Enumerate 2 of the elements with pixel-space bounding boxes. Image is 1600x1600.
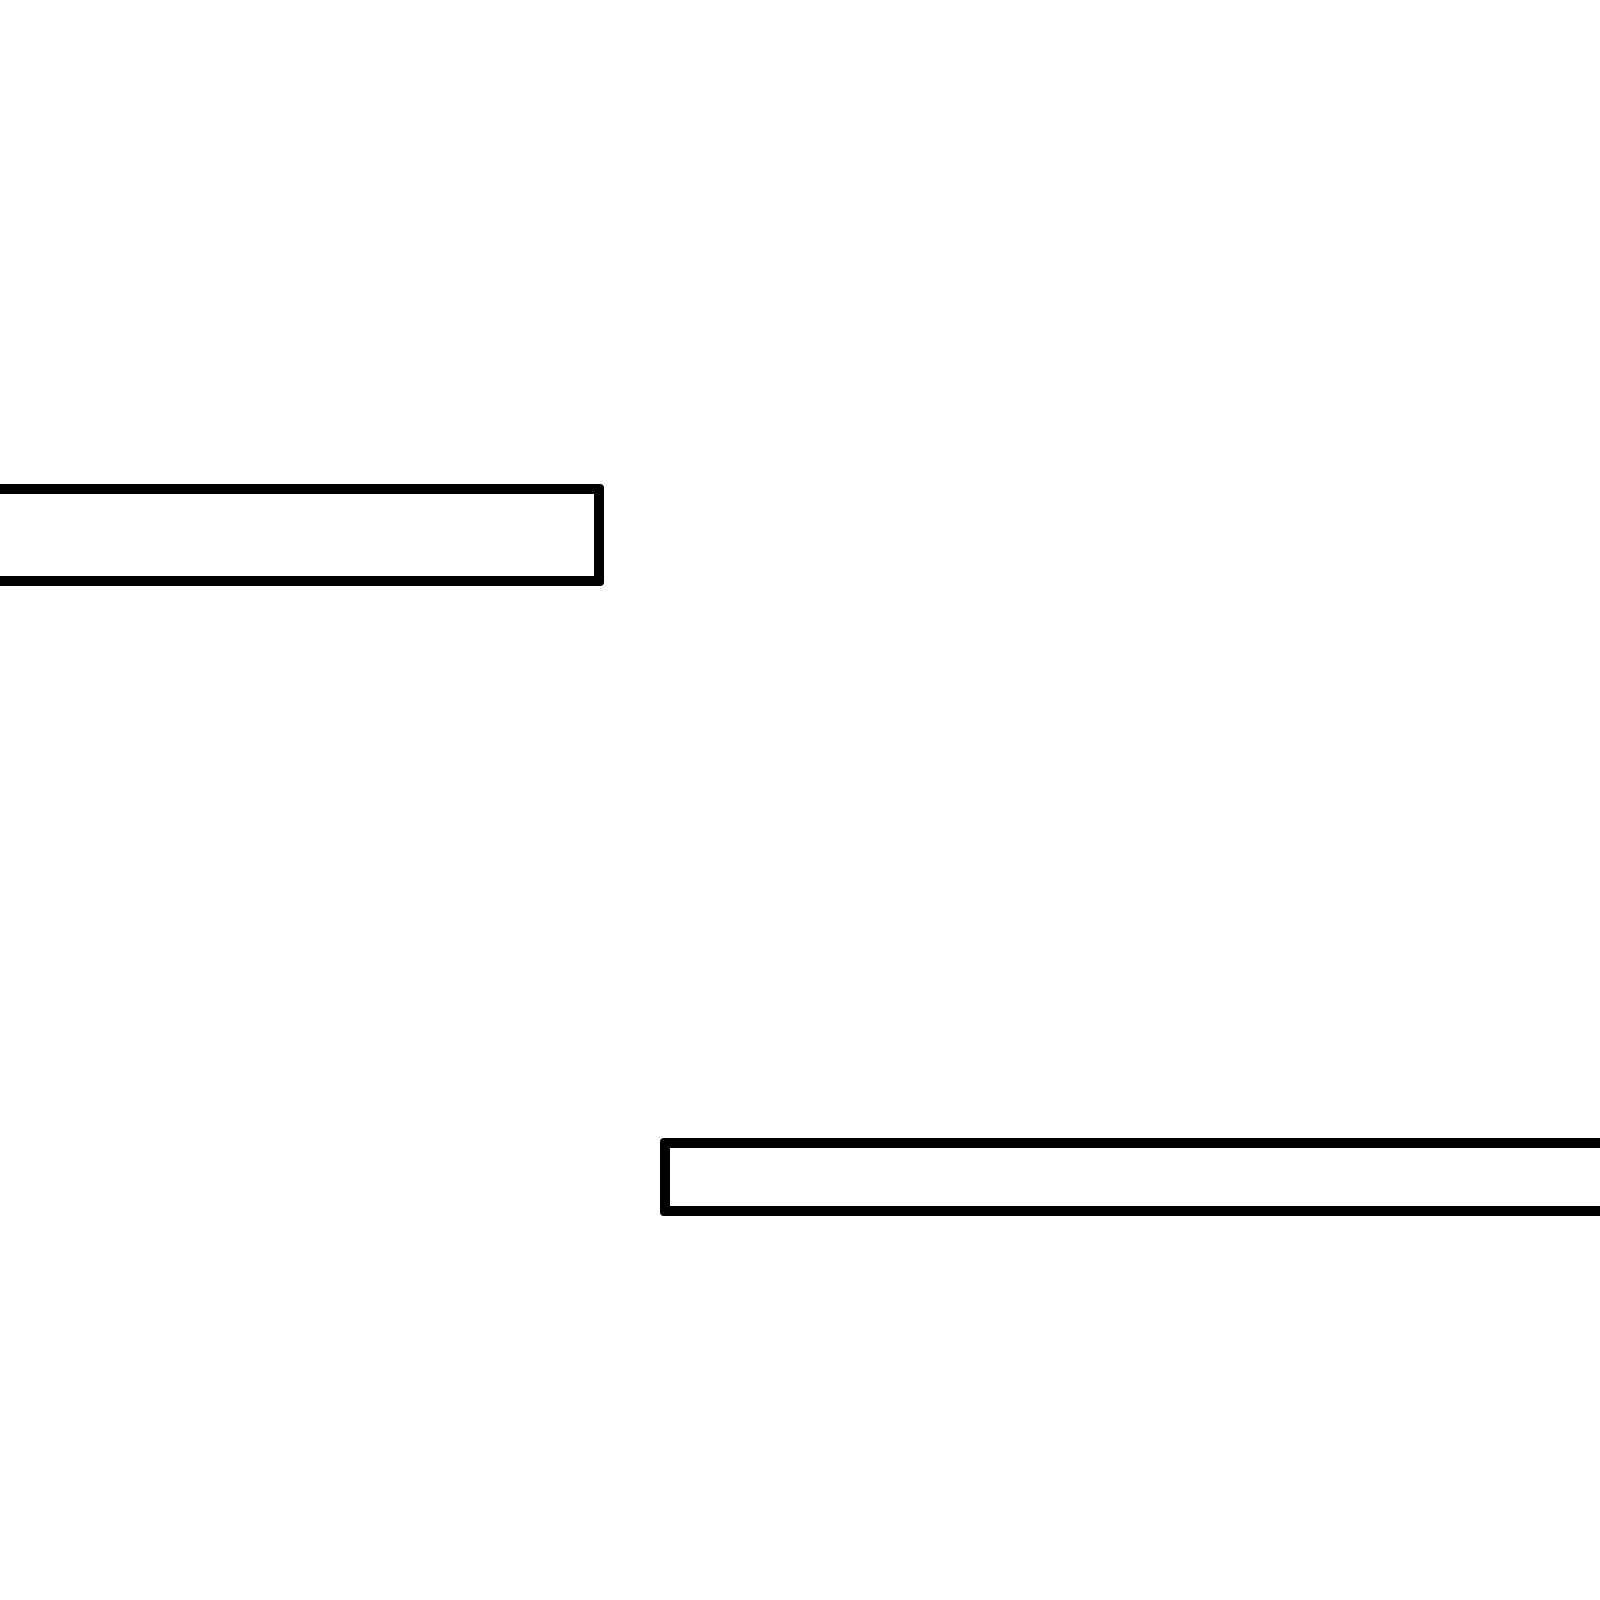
empty-bar <box>660 1138 1600 1216</box>
empty-bar <box>0 484 604 586</box>
